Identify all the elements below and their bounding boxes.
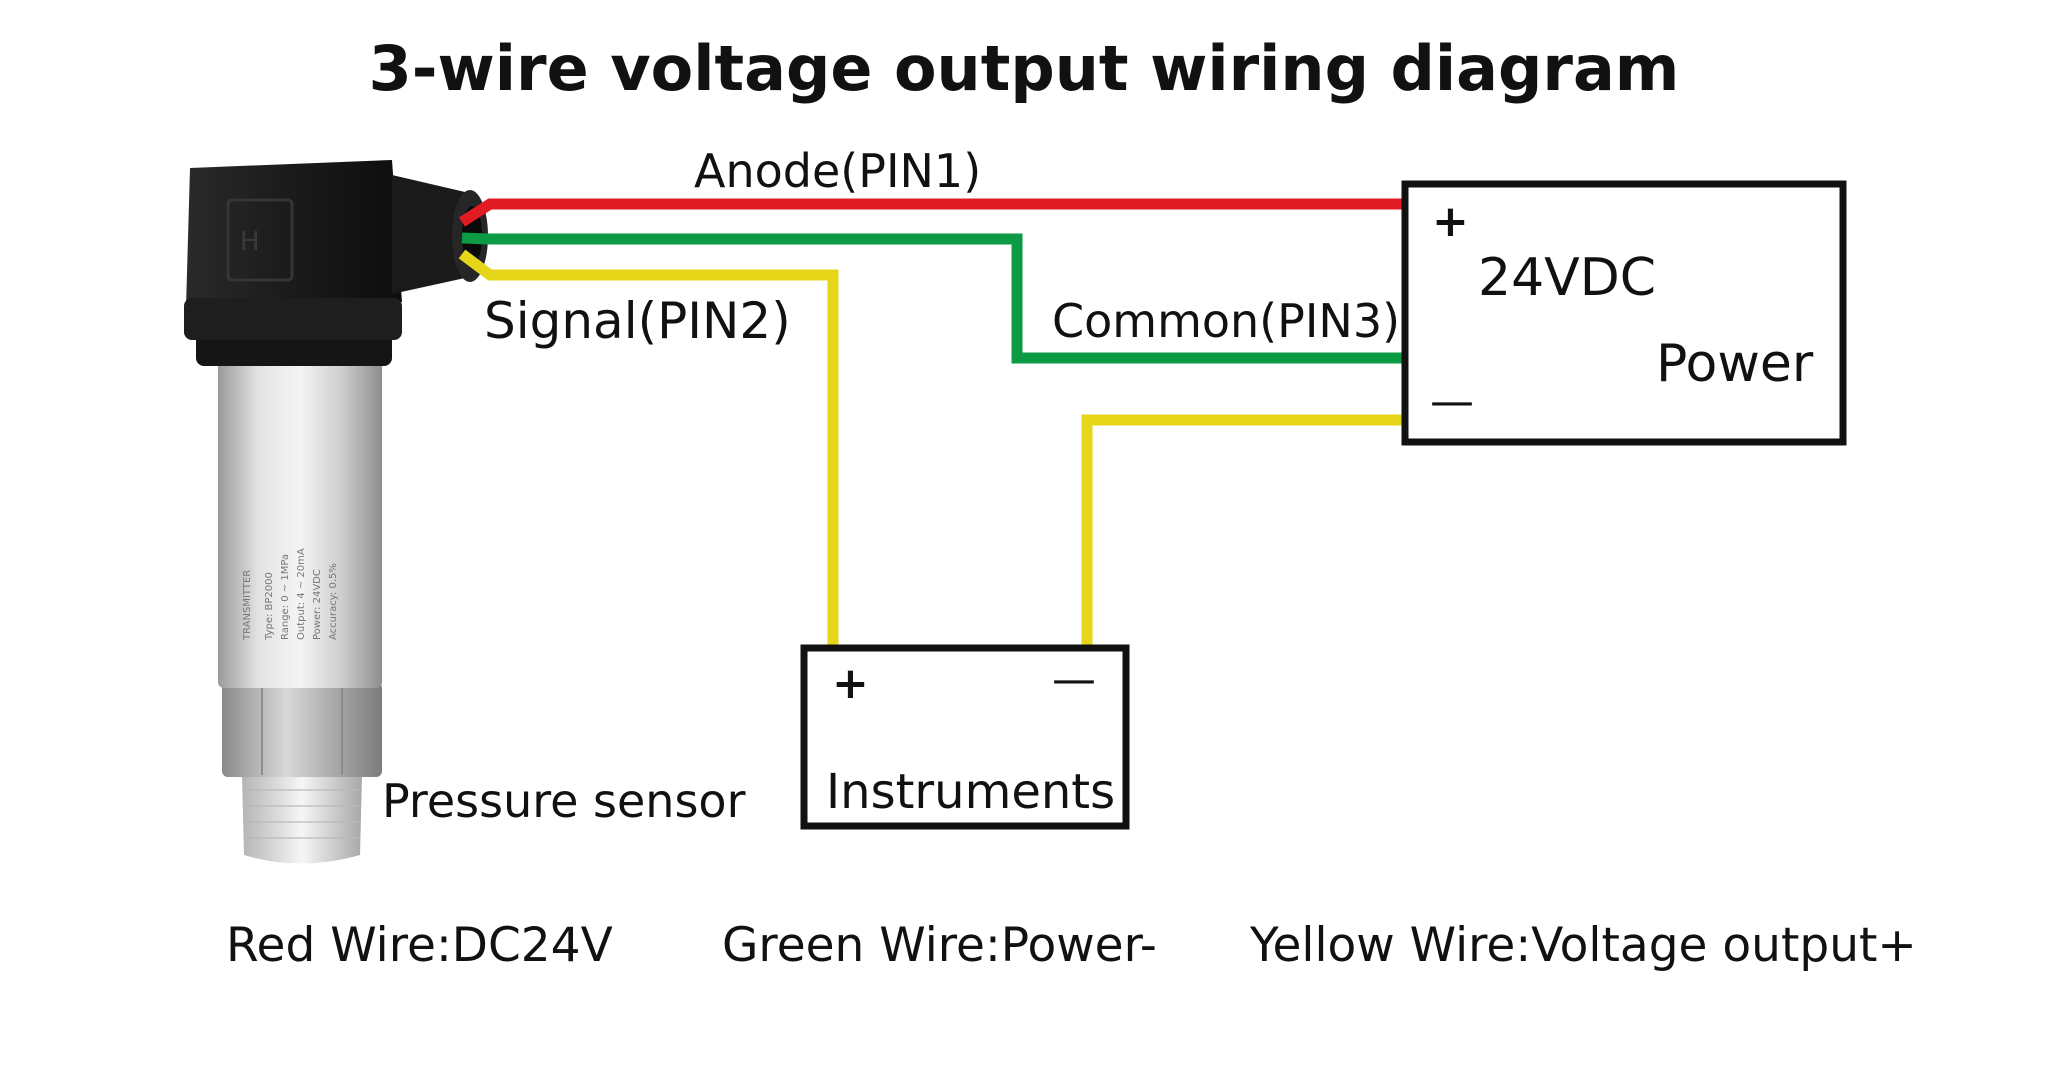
yellow-wire-return: [1081, 414, 1405, 648]
pressure-sensor-icon: TRANSMITTER Type: BP2000 Range: 0 ~ 1MPa…: [184, 160, 488, 864]
power-plus-sign: +: [1432, 196, 1469, 247]
signal-pin2-label: Signal(PIN2): [484, 292, 791, 350]
diagram-title: 3-wire voltage output wiring diagram: [368, 32, 1680, 105]
svg-text:Type: BP2000: Type: BP2000: [264, 572, 275, 641]
power-voltage-label: 24VDC: [1478, 248, 1657, 308]
common-pin3-label: Common(PIN3): [1052, 294, 1401, 348]
svg-text:H: H: [240, 227, 260, 257]
red-wire: [459, 198, 1405, 227]
power-name-label: Power: [1656, 334, 1814, 394]
svg-text:TRANSMITTER: TRANSMITTER: [242, 570, 253, 641]
instruments-label: Instruments: [826, 764, 1116, 820]
power-minus-sign: —: [1430, 376, 1474, 427]
svg-text:Range: 0 ~ 1MPa: Range: 0 ~ 1MPa: [280, 554, 291, 640]
pressure-sensor-label: Pressure sensor: [382, 774, 746, 828]
legend-green-wire: Green Wire:Power-: [722, 918, 1157, 973]
svg-text:Power: 24VDC: Power: 24VDC: [312, 569, 323, 640]
instrument-minus-sign: —: [1052, 654, 1096, 705]
yellow-wire-signal: [458, 249, 839, 648]
svg-text:Output: 4 ~ 20mA: Output: 4 ~ 20mA: [296, 548, 307, 640]
instrument-plus-sign: +: [832, 658, 869, 709]
green-wire: [461, 232, 1405, 364]
anode-pin1-label: Anode(PIN1): [694, 144, 982, 198]
legend-yellow-wire: Yellow Wire:Voltage output+: [1250, 918, 1917, 973]
power-supply-box: [1401, 180, 1847, 446]
svg-text:Accuracy: 0.5%: Accuracy: 0.5%: [328, 563, 339, 640]
legend-red-wire: Red Wire:DC24V: [226, 918, 613, 973]
instruments-box: [800, 644, 1130, 830]
